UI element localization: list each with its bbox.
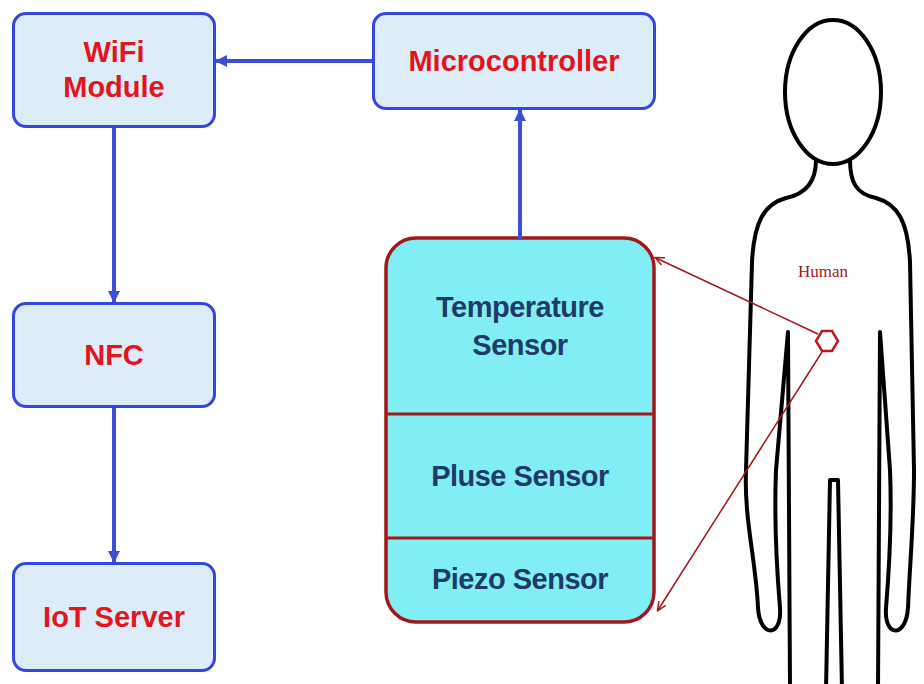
- box-label: WiFi Module: [44, 35, 184, 105]
- wifi-module-box: WiFi Module: [12, 12, 216, 128]
- flow-arrow: [112, 408, 116, 562]
- human-head: [785, 20, 881, 164]
- microcontroller-box: Microcontroller: [372, 12, 656, 110]
- figure-label: Human: [798, 262, 848, 282]
- box-label: Piezo Sensor: [432, 561, 608, 599]
- sensor-band: Temperature Sensor: [388, 240, 652, 414]
- box-label: IoT Server: [43, 600, 185, 635]
- band-divider: [387, 537, 653, 540]
- box-label: Microcontroller: [408, 44, 619, 79]
- leader-line: [656, 258, 818, 334]
- iot-server-box: IoT Server: [12, 562, 216, 672]
- sensor-band: Pluse Sensor: [388, 415, 652, 538]
- band-divider: [387, 413, 653, 416]
- sensor-housing: [386, 238, 654, 622]
- sensor-band: Piezo Sensor: [388, 539, 652, 620]
- box-label: NFC: [84, 338, 144, 373]
- box-label: Pluse Sensor: [431, 458, 609, 496]
- flow-arrow: [112, 128, 116, 302]
- leader-line: [658, 352, 822, 610]
- flow-arrow: [216, 59, 372, 63]
- box-label: Temperature Sensor: [420, 289, 620, 364]
- flow-arrow: [518, 110, 522, 240]
- nfc-box: NFC: [12, 302, 216, 408]
- human-figure: [746, 160, 914, 684]
- sensor-patch: [816, 331, 838, 351]
